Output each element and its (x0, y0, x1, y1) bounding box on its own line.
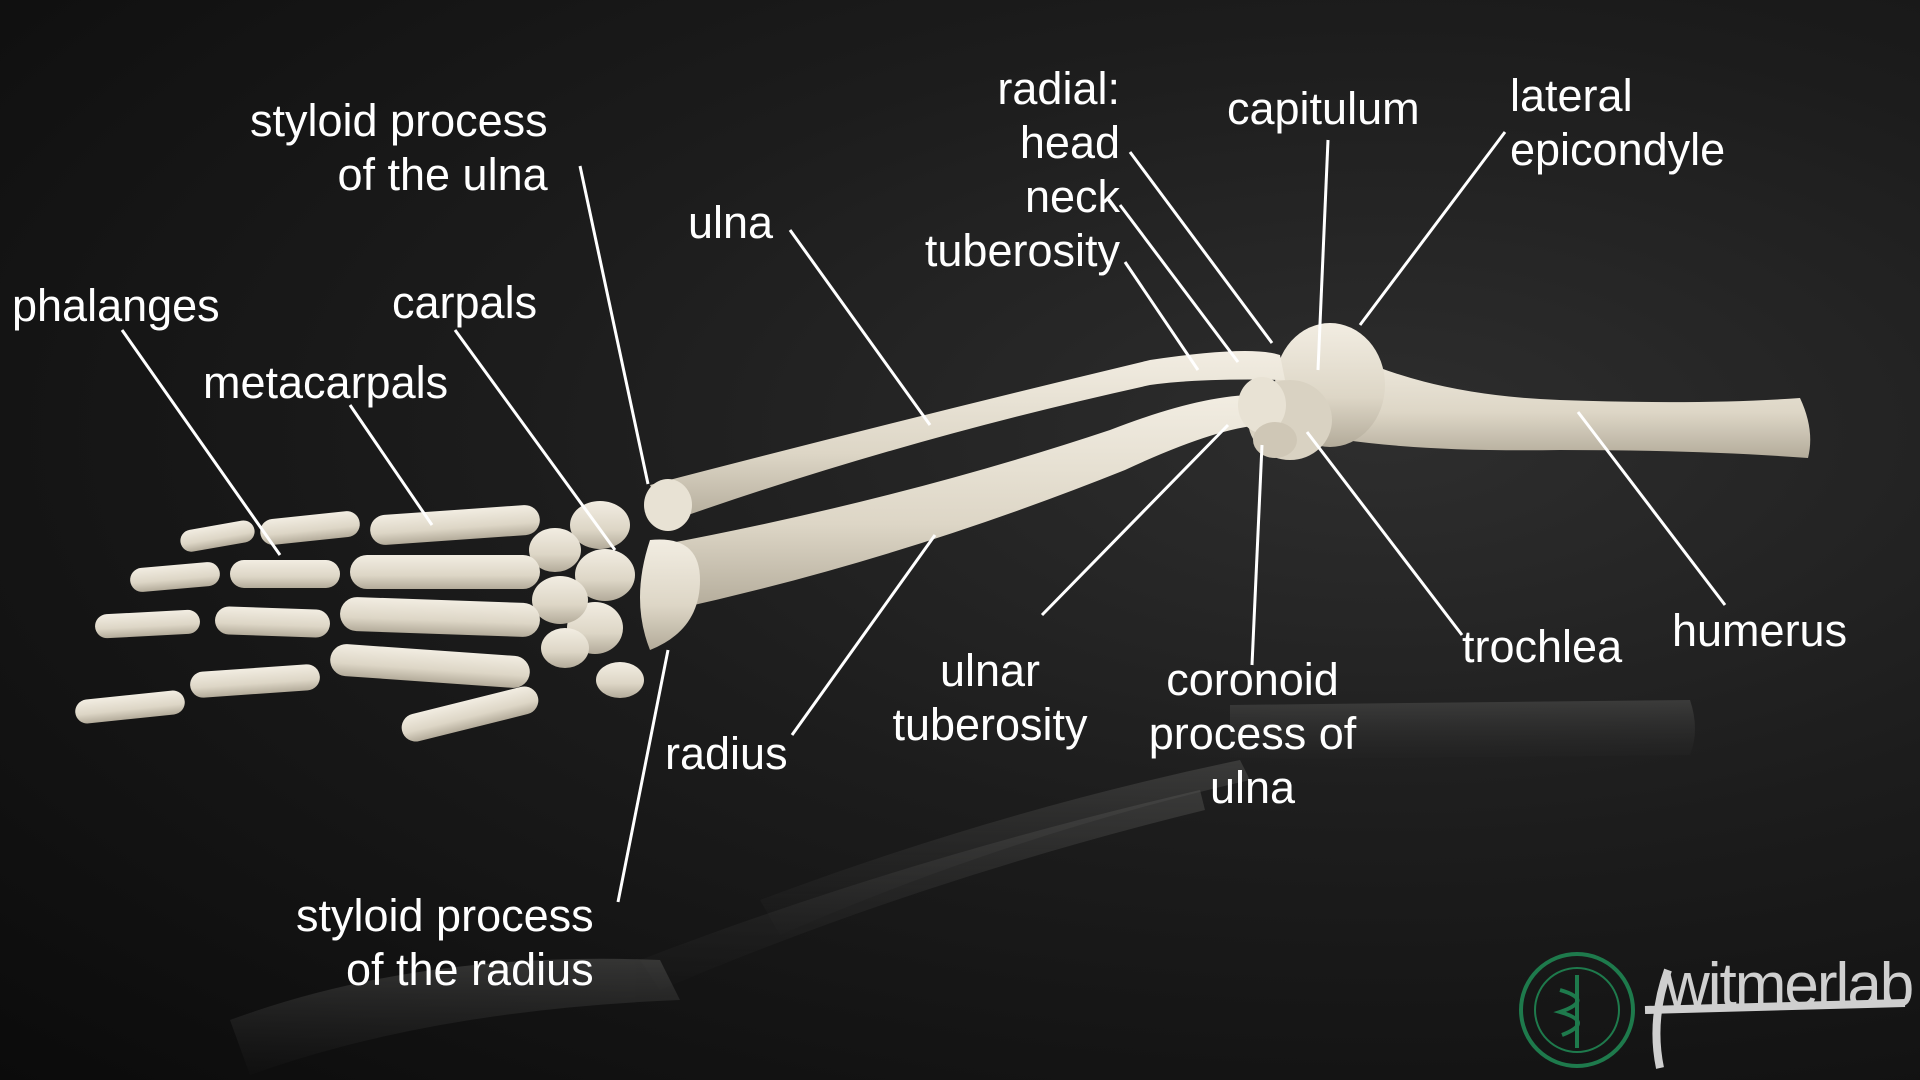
leader-lateral-epicondyle (1360, 132, 1505, 325)
label-ulna: ulna (688, 196, 773, 250)
label-ulnar-tuberosity: ulnar tuberosity (880, 644, 1100, 752)
label-styloid-process-of-ulna: styloid process of the ulna (250, 94, 548, 202)
label-lateral-epicondyle: lateral epicondyle (1510, 69, 1725, 177)
label-phalanges: phalanges (12, 279, 220, 333)
leader-metacarpals (350, 405, 432, 525)
label-humerus: humerus (1672, 604, 1847, 658)
label-metacarpals: metacarpals (203, 356, 448, 410)
humerus-bone (1248, 323, 1810, 460)
leader-styloid-ulna (580, 166, 648, 484)
witmerlab-logo-text: witmerlab (1665, 950, 1912, 1021)
leader-radial-neck (1120, 205, 1238, 362)
floor-reflection (230, 700, 1695, 1075)
leader-trochlea (1307, 432, 1462, 635)
label-radial: radial: head neck tuberosity (905, 62, 1120, 278)
carpal-bones (529, 501, 644, 698)
label-carpals: carpals (392, 276, 537, 330)
ohio-university-seal (1521, 954, 1633, 1066)
label-coronoid-process-of-ulna: coronoid process of ulna (1140, 653, 1365, 815)
label-trochlea: trochlea (1462, 620, 1622, 674)
label-radius: radius (665, 727, 788, 781)
hand-bones (74, 504, 541, 744)
label-styloid-process-of-radius: styloid process of the radius (296, 889, 594, 997)
label-capitulum: capitulum (1227, 82, 1420, 136)
leader-radial-tuberosity (1125, 262, 1198, 370)
leader-coronoid (1252, 445, 1262, 665)
